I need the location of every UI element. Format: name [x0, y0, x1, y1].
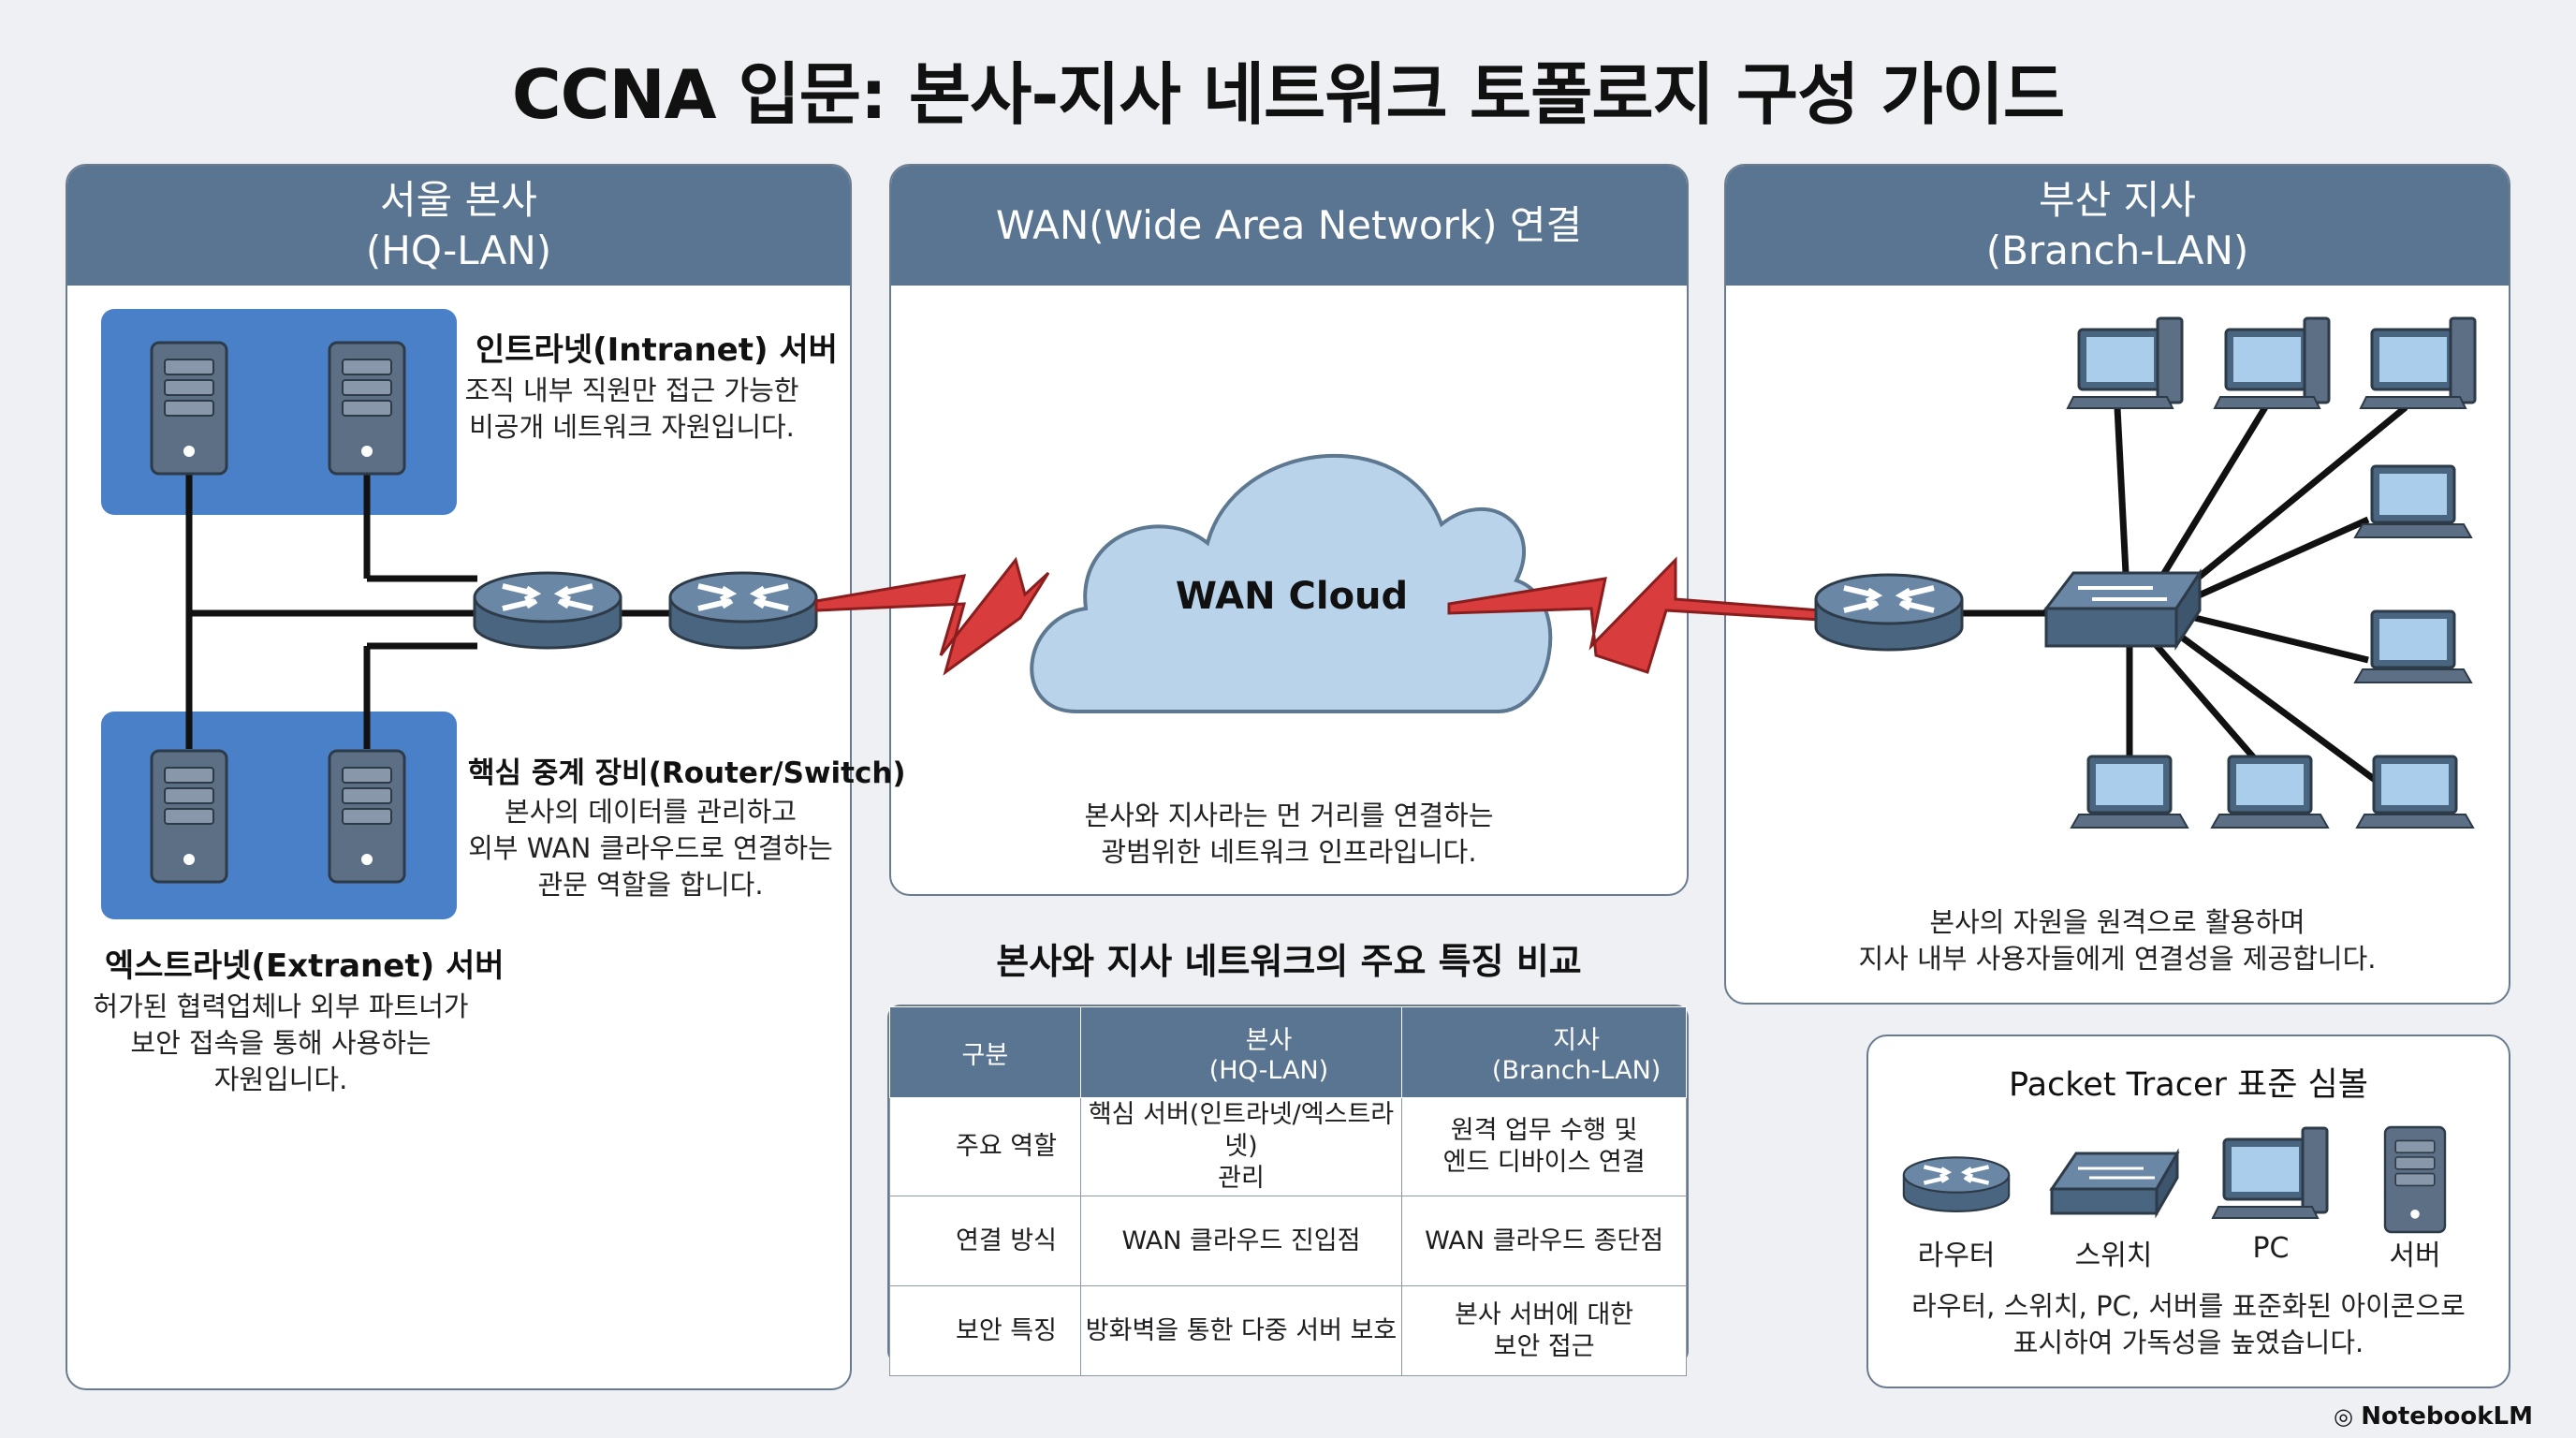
row-branch-line1: WAN 클라우드 종단점 [1425, 1225, 1664, 1255]
legend-desc-line2: 표시하여 가독성을 높였습니다. [2012, 1327, 2364, 1358]
branch-laptop-4-icon [2210, 755, 2330, 829]
legend-pc-icon [2211, 1126, 2329, 1220]
row-hq-cell: 방화벽을 통한 다중 서버 보호 [1079, 1285, 1403, 1376]
branch-desc-line1: 본사의 자원을 원격으로 활용하며 [1929, 906, 2305, 938]
branch-laptop-2-icon [2353, 609, 2473, 684]
extranet-server-1-icon [150, 749, 228, 884]
row-branch-line2: 엔드 디바이스 연결 [1442, 1148, 1646, 1177]
row-label: 주요 역할 [889, 1097, 1081, 1196]
wan-desc-line2: 광범위한 네트워크 인프라입니다. [1101, 836, 1477, 868]
row-branch-line1: 원격 업무 수행 및 [1450, 1116, 1638, 1145]
extranet-title: 엑스트라넷(Extranet) 서버 [105, 947, 505, 985]
branch-panel-header: 부산 지사 (Branch-LAN) [1726, 166, 2509, 286]
branch-laptop-5-icon [2355, 755, 2475, 829]
wan-cloud-label: WAN Cloud [1175, 575, 1409, 618]
row-branch-cell: WAN 클라우드 종단점 [1401, 1196, 1687, 1286]
branch-router-icon [1816, 575, 1962, 650]
legend-server-label: 서버 [2389, 1240, 2441, 1272]
col-header-branch: 지사 (Branch-LAN) [1401, 1006, 1687, 1098]
router-title: 핵심 중계 장비(Router/Switch) [468, 756, 906, 790]
intranet-server-1-icon [150, 341, 228, 476]
row-label: 연결 방식 [889, 1196, 1081, 1286]
comparison-table: 구분 본사 (HQ-LAN) 지사 (Branch-LAN) 주요 역할 핵심 … [889, 1006, 1687, 1376]
wan-link-left-icon [814, 556, 1050, 676]
row-hq-line1: 방화벽을 통한 다중 서버 보호 [1085, 1315, 1398, 1345]
hq-panel-header: 서울 본사 (HQ-LAN) [67, 166, 850, 286]
wan-header: WAN(Wide Area Network) 연결 [995, 202, 1583, 248]
branch-header-line2: (Branch-LAN) [1985, 227, 2249, 273]
legend-pc-label: PC [2252, 1232, 2290, 1265]
notebooklm-label: NotebookLM [2361, 1402, 2533, 1431]
row-hq-line2: 관리 [1218, 1164, 1265, 1193]
intranet-desc-line1: 조직 내부 직원만 접근 가능한 [464, 374, 799, 406]
intranet-desc-line2: 비공개 네트워크 자원입니다. [469, 411, 795, 443]
row-branch-cell: 본사 서버에 대한 보안 접근 [1401, 1285, 1687, 1376]
branch-cables [1961, 404, 2408, 785]
legend-router-label: 라우터 [1917, 1240, 1996, 1272]
col-header-branch-line2: (Branch-LAN) [1491, 1056, 1661, 1085]
page-title: CCNA 입문: 본사-지사 네트워크 토폴로지 구성 가이드 [511, 55, 2065, 134]
hq-edge-router-icon [670, 573, 816, 648]
branch-pc-1-icon [2066, 316, 2184, 410]
col-header-category: 구분 [889, 1006, 1081, 1098]
hq-core-router-icon [475, 573, 621, 648]
row-hq-cell: WAN 클라우드 진입점 [1079, 1196, 1403, 1286]
extranet-desc-line1: 허가된 협력업체나 외부 파트너가 [93, 990, 469, 1022]
wan-panel: WAN(Wide Area Network) 연결 [889, 164, 1689, 896]
comparison-title: 본사와 지사 네트워크의 주요 특징 비교 [996, 941, 1582, 982]
row-branch-line2: 보안 접근 [1493, 1331, 1595, 1361]
intranet-server-2-icon [328, 341, 406, 476]
notebooklm-watermark: ◎ NotebookLM [2334, 1402, 2533, 1431]
notebooklm-logo-icon: ◎ [2333, 1403, 2362, 1430]
branch-laptop-1-icon [2353, 464, 2473, 539]
legend-desc-line1: 라우터, 스위치, PC, 서버를 표준화된 아이콘으로 [1911, 1290, 2466, 1322]
branch-desc-line2: 지사 내부 사용자들에게 연결성을 제공합니다. [1858, 943, 2377, 975]
table-row: 보안 특징 방화벽을 통한 다중 서버 보호 본사 서버에 대한 보안 접근 [889, 1285, 1687, 1376]
hq-header-line1: 서울 본사 [380, 177, 537, 223]
col-header-hq-line1: 본사 [1245, 1026, 1293, 1055]
router-desc-line2: 외부 WAN 클라우드로 연결하는 [468, 832, 833, 864]
col-header-branch-line1: 지사 [1553, 1026, 1600, 1055]
branch-pc-3-icon [2359, 316, 2477, 410]
router-desc-line3: 관문 역할을 합니다. [537, 869, 764, 901]
intranet-title: 인트라넷(Intranet) 서버 [476, 331, 838, 369]
branch-laptop-3-icon [2070, 755, 2189, 829]
router-desc-line1: 본사의 데이터를 관리하고 [505, 796, 797, 828]
branch-header-line1: 부산 지사 [2039, 177, 2196, 223]
hq-cables [185, 473, 670, 749]
wan-panel-header: WAN(Wide Area Network) 연결 [891, 166, 1687, 286]
branch-switch-icon [2042, 567, 2203, 652]
col-header-hq-line2: (HQ-LAN) [1208, 1056, 1329, 1085]
extranet-desc-line3: 자원입니다. [213, 1064, 348, 1095]
legend-server-icon [2383, 1125, 2447, 1234]
table-row: 주요 역할 핵심 서버(인트라넷/엑스트라넷) 관리 원격 업무 수행 및 엔드… [889, 1097, 1687, 1196]
hq-header-line2: (HQ-LAN) [365, 227, 552, 273]
extranet-server-2-icon [328, 749, 406, 884]
row-label: 보안 특징 [889, 1285, 1081, 1376]
row-branch-cell: 원격 업무 수행 및 엔드 디바이스 연결 [1401, 1097, 1687, 1196]
legend-router-icon [1904, 1157, 2009, 1211]
wan-desc-line1: 본사와 지사라는 먼 거리를 연결하는 [1084, 800, 1494, 831]
extranet-desc-line2: 보안 접속을 통해 사용하는 [130, 1027, 432, 1059]
row-branch-line1: 본사 서버에 대한 [1455, 1299, 1634, 1329]
col-header-hq: 본사 (HQ-LAN) [1079, 1006, 1403, 1098]
branch-pc-2-icon [2213, 316, 2331, 410]
legend-title: Packet Tracer 표준 심볼 [2009, 1066, 2368, 1104]
row-hq-cell: 핵심 서버(인트라넷/엑스트라넷) 관리 [1079, 1097, 1403, 1196]
legend-switch-icon [2049, 1148, 2180, 1219]
row-hq-line1: 핵심 서버(인트라넷/엑스트라넷) [1088, 1100, 1395, 1161]
row-hq-line1: WAN 클라우드 진입점 [1121, 1225, 1361, 1255]
table-row: 연결 방식 WAN 클라우드 진입점 WAN 클라우드 종단점 [889, 1196, 1687, 1286]
legend-switch-label: 스위치 [2074, 1240, 2153, 1272]
